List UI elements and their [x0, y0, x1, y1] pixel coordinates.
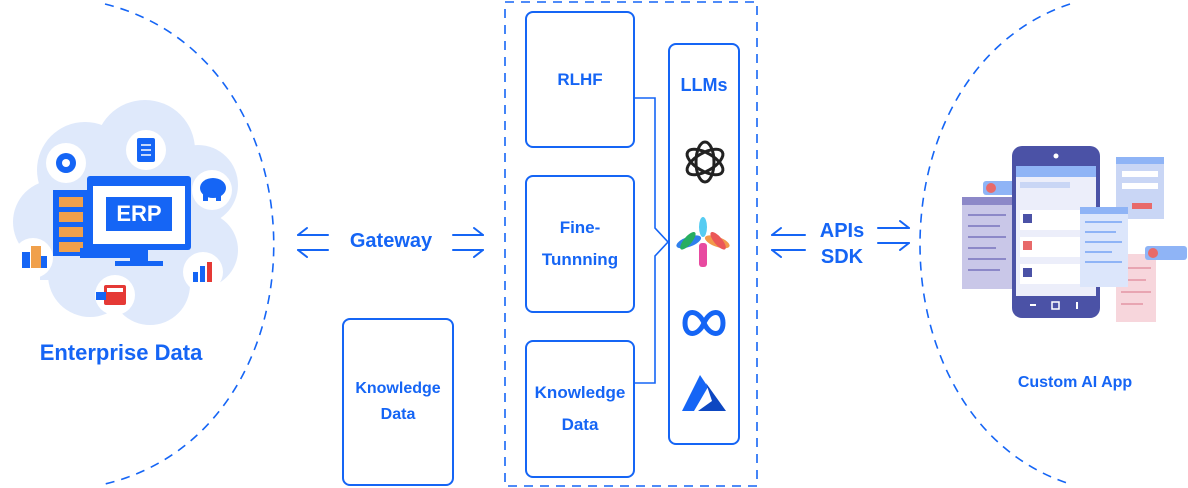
azure-icon [682, 375, 726, 411]
document-icon [137, 138, 155, 162]
apis-label: APIs [819, 220, 865, 242]
llms-box: LLMs [668, 43, 740, 445]
llms-title: LLMs [680, 75, 728, 95]
pipeline-knowledge-line2: Data [561, 415, 599, 434]
buildings-icon [22, 246, 47, 268]
knowledge-data-line2: Data [380, 406, 416, 423]
custom-ai-app-label: Custom AI App [1017, 374, 1133, 391]
gemma-flower-icon [676, 217, 730, 267]
server-rack-icon [53, 190, 88, 256]
bar-chart-icon [193, 262, 212, 282]
gear-icon [56, 153, 76, 173]
rlhf-box: RLHF [525, 11, 635, 148]
knowledge-data-box: Knowledge Data [342, 318, 454, 486]
enterprise-data-illustration [13, 100, 238, 325]
pipeline-knowledge-line1: Knowledge [534, 383, 626, 402]
fine-tuning-line2: Tunnning [541, 250, 619, 269]
right-boundary-arc [919, 3, 1071, 485]
gateway-left-arrow-icon [297, 227, 329, 258]
elephant-icon [200, 178, 226, 201]
pipeline-connector [634, 97, 670, 384]
calculator-icon [96, 285, 126, 305]
fine-tuning-line1: Fine- [559, 218, 601, 237]
custom-ai-app-illustration [962, 146, 1187, 322]
api-left-arrow-icon [771, 227, 806, 258]
erp-label: ERP [116, 201, 162, 226]
knowledge-data-line1: Knowledge [355, 380, 441, 397]
sdk-label: SDK [820, 246, 864, 268]
gateway-label: Gateway [349, 230, 433, 252]
pipeline-knowledge-data-box: Knowledge Data [525, 340, 635, 478]
rlhf-label: RLHF [557, 69, 603, 89]
api-right-arrow-icon [877, 220, 910, 251]
gateway-right-arrow-icon [452, 227, 484, 258]
erp-monitor-icon [80, 176, 191, 266]
meta-infinity-icon [682, 310, 726, 336]
fine-tuning-box: Fine- Tunnning [525, 175, 635, 313]
apis-sdk-label: APIs SDK [808, 218, 876, 270]
enterprise-data-label: Enterprise Data [39, 340, 203, 365]
openai-icon [685, 140, 725, 184]
